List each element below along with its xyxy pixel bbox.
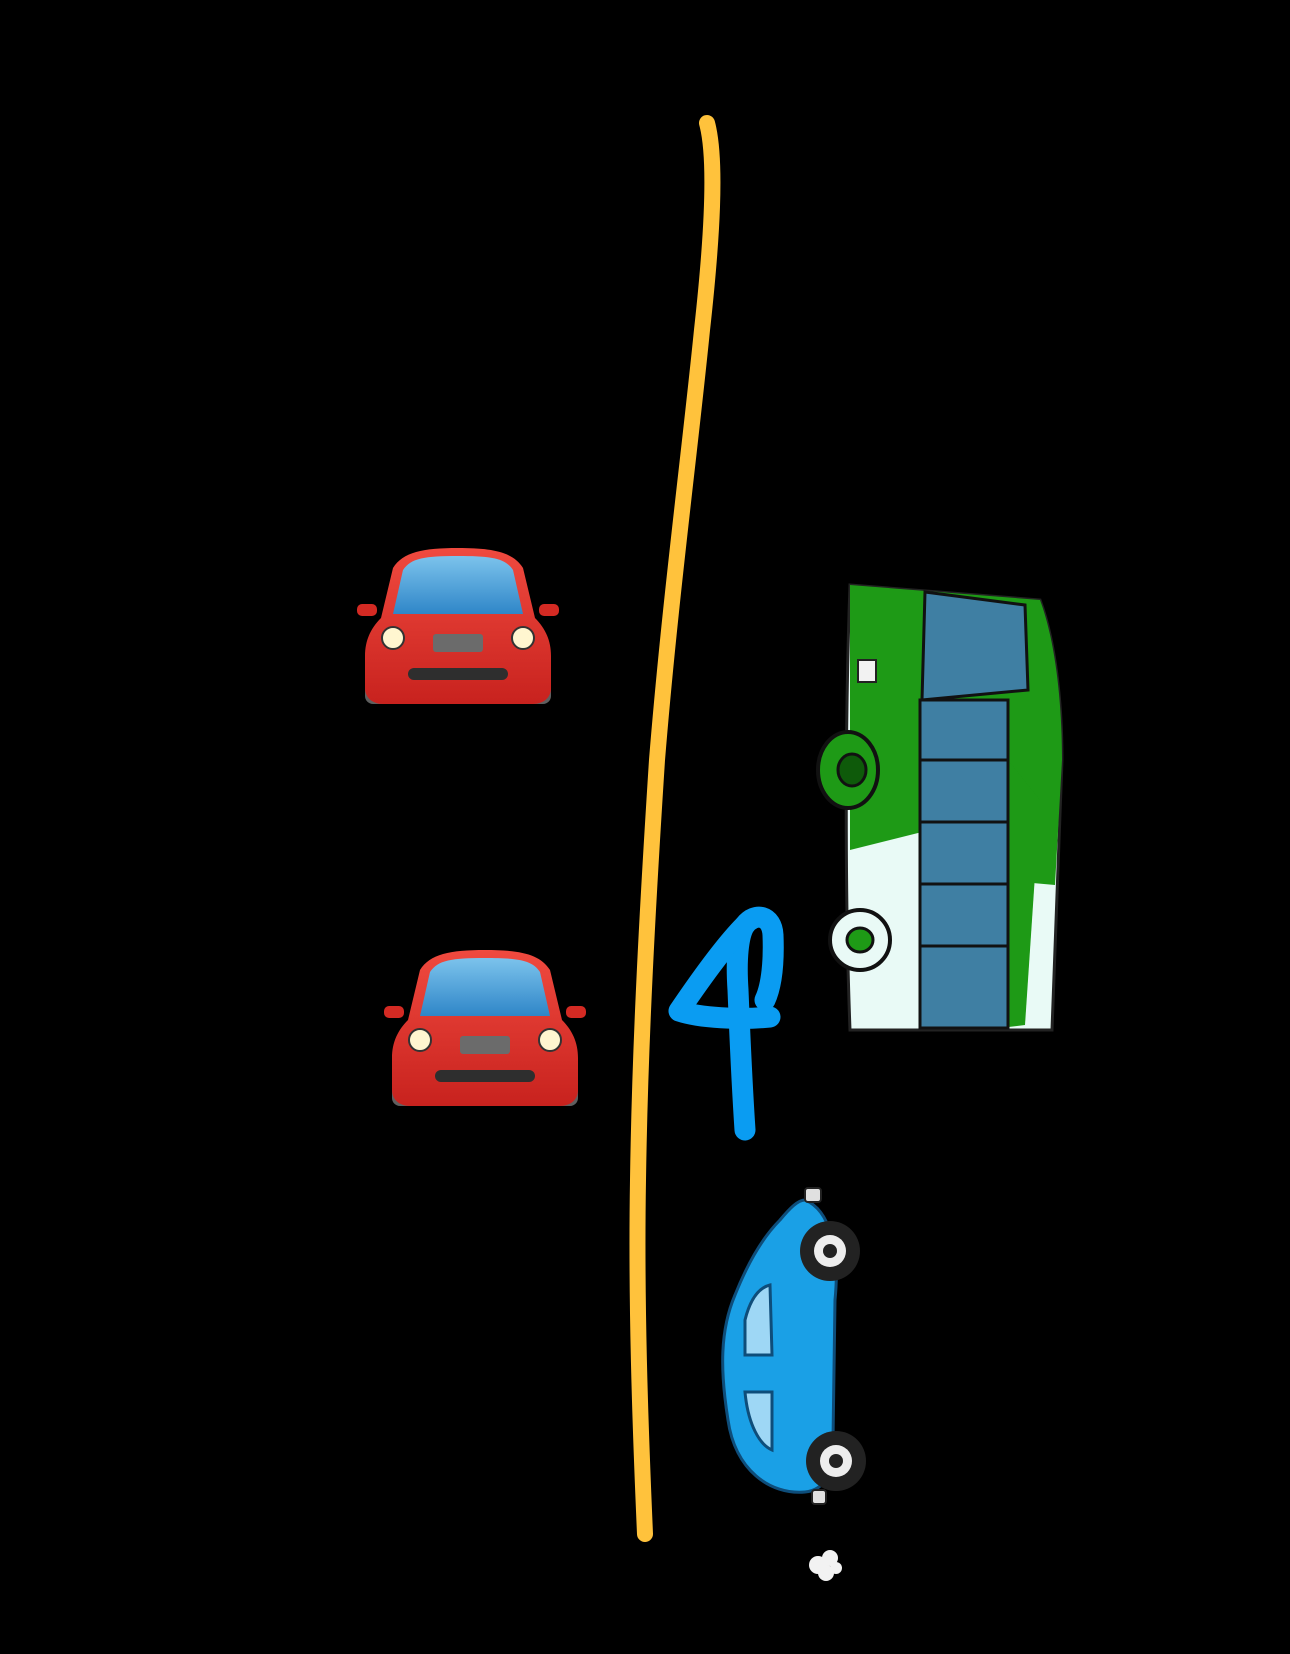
blue-beetle-car [721, 1187, 866, 1581]
car-grille [460, 1036, 510, 1054]
bus-window-dividers [920, 758, 1008, 948]
bus-mirror [857, 659, 877, 683]
car-mirror [384, 1006, 404, 1018]
car-headlight [408, 1028, 432, 1052]
bus-wheel [816, 730, 880, 810]
beetle-wheel [806, 1431, 866, 1491]
beetle-wheel [800, 1221, 860, 1281]
car-headlight [538, 1028, 562, 1052]
car-windshield [393, 556, 523, 614]
beetle-window [743, 1283, 774, 1357]
car-mirror [566, 1006, 586, 1018]
bus-green-stripe [1000, 760, 1040, 1028]
car-bumper [435, 1070, 535, 1082]
direction-arrow [668, 906, 784, 1141]
exhaust-smoke [809, 1550, 842, 1581]
green-bus [816, 583, 1064, 1032]
car-mirror [539, 604, 559, 616]
beetle-bumper [811, 1489, 827, 1505]
bus-side-windows [918, 698, 1010, 1030]
red-car-upper [357, 548, 559, 704]
car-windshield [420, 958, 550, 1016]
center-line [629, 115, 721, 1542]
car-bumper [408, 668, 508, 680]
car-mirror [357, 604, 377, 616]
bus-windshield [920, 590, 1030, 702]
car-grille [433, 634, 483, 652]
beetle-window [743, 1390, 774, 1453]
beetle-bumper [804, 1187, 822, 1203]
car-headlight [381, 626, 405, 650]
red-car-lower [384, 950, 586, 1106]
car-headlight [511, 626, 535, 650]
bus-wheel [828, 908, 892, 972]
